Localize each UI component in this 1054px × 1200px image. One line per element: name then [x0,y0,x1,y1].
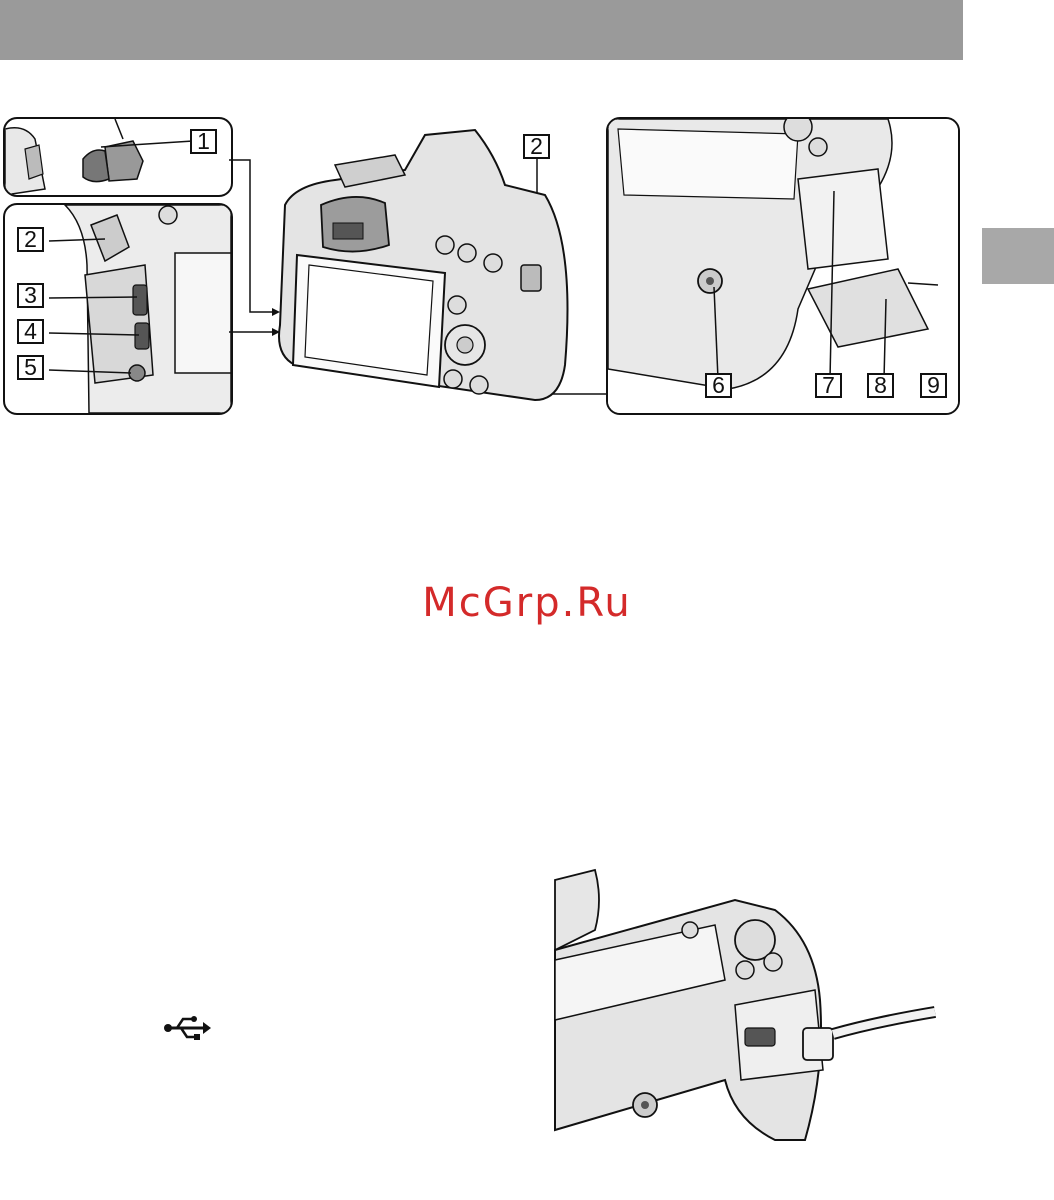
camera-rear-illustration [275,125,595,425]
callout-8: 8 [867,373,894,398]
inset-bottom-view [606,117,960,415]
callout-9: 9 [920,373,947,398]
watermark: McGrp.Ru [0,580,1054,626]
callout-2-main: 2 [523,134,550,159]
callout-7: 7 [815,373,842,398]
bottom-view-illustration [608,119,958,413]
callout-6: 6 [705,373,732,398]
usb-icon [163,1013,211,1043]
camera-usb-connection-illustration [555,870,955,1190]
